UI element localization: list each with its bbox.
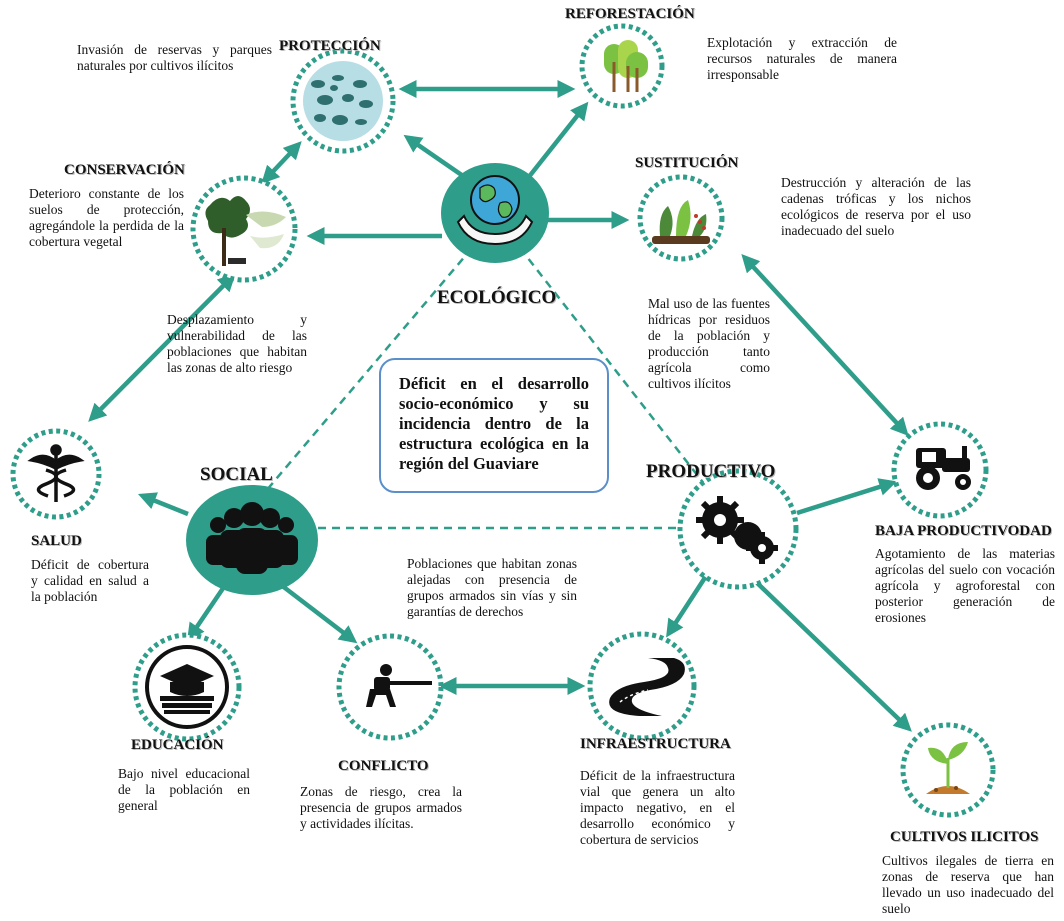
cultivos-ilicitos-label: CULTIVOS ILICITOS — [890, 829, 1039, 845]
ecologico-label: ECOLÓGICO — [437, 287, 557, 308]
wildlife-icon — [303, 61, 383, 141]
dashed-links — [259, 247, 706, 530]
caduceus-icon — [27, 444, 85, 502]
poblaciones-note: Poblaciones que habitan zonas alejadas c… — [407, 556, 577, 619]
salud-desc: Déficit de cobertura y calidad en salud … — [31, 557, 149, 604]
productivo-label: PRODUCTIVO — [646, 461, 776, 482]
desplazamiento-note: Desplazamiento y vulnerabilidad de las p… — [167, 312, 307, 375]
infraestructura-label: INFRAESTRUCTURA — [580, 736, 731, 752]
educacion-label: EDUCACIÓN — [131, 737, 224, 753]
trees-icon — [604, 40, 648, 92]
social-label: SOCIAL — [200, 464, 273, 485]
soldier-icon — [366, 664, 432, 707]
central-problem-box: Déficit en el desarrollo socio-económico… — [379, 358, 609, 493]
social-hub — [186, 485, 318, 595]
reforestacion-desc: Explotación y extracción de recursos nat… — [707, 35, 897, 82]
conflicto-label: CONFLICTO — [338, 758, 429, 774]
tractor-icon — [916, 446, 971, 490]
baja-productividad-label: BAJA PRODUCTIVODAD — [875, 523, 1052, 539]
conservacion-desc: Deterioro constante de los suelos de pro… — [29, 186, 184, 249]
books-icon — [145, 645, 229, 729]
sustitucion-desc: Destrucción y alteración de las cadenas … — [781, 175, 971, 238]
conflicto-desc: Zonas de riesgo, crea la presencia de gr… — [300, 784, 462, 831]
fuentes-hidricas-note: Mal uso de las fuentes hídricas por resi… — [648, 296, 770, 391]
baja-productividad-desc: Agotamiento de las materias agrícolas de… — [875, 546, 1055, 625]
educacion-desc: Bajo nivel educacional de la población e… — [118, 766, 250, 813]
salud-label: SALUD — [31, 533, 82, 549]
forest-icon — [205, 196, 286, 266]
ecologico-hub — [441, 163, 549, 263]
road-icon — [609, 658, 685, 716]
gears-icon — [696, 496, 778, 564]
cultivos-ilicitos-desc: Cultivos ilegales de tierra en zonas de … — [882, 853, 1054, 916]
plants-icon — [652, 200, 710, 244]
proteccion-desc: Invasión de reservas y parques naturales… — [77, 42, 272, 73]
reforestacion-label: REFORESTACIÓN — [565, 6, 695, 22]
sustitucion-label: SUSTITUCIÓN — [635, 155, 739, 171]
earth-in-hands-icon — [456, 175, 534, 246]
group-people-icon — [206, 502, 298, 574]
conservacion-label: CONSERVACIÓN — [64, 162, 185, 178]
infraestructura-desc: Déficit de la infraestructura vial que g… — [580, 768, 735, 847]
proteccion-label: PROTECCIÓN — [279, 38, 381, 54]
sprout-icon — [926, 742, 970, 794]
